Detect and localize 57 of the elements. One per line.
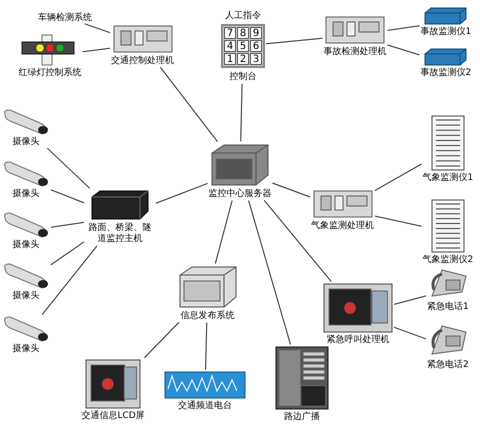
device-label: 红绿灯控制系统 [18,68,82,78]
connector-line [374,164,422,192]
device-label: 气象监测处理机 [311,220,374,232]
connector-line [50,222,84,228]
device-label: 交通频道电台 [178,400,232,412]
keypad-key: 9 [250,27,262,39]
connector-line [160,66,218,142]
device-label: 摄像头 [12,290,40,302]
connector-line [272,182,311,198]
device-label: 监控中心服务器 [208,188,272,200]
keypad-key: 7 [224,27,236,39]
connector-line [84,23,111,34]
connector-line [387,25,420,31]
connector-line [50,189,85,204]
keypad-key: 3 [250,53,262,65]
connector-line [42,245,98,316]
keypad-key: 8 [237,27,249,39]
connector-line [144,322,180,358]
device-label: 事故监测仪2 [420,68,472,78]
device-label: 紧急电话2 [427,360,469,370]
device-label: 气象监测仪1 [422,172,474,184]
device-label: 交通控制处理机 [111,56,174,66]
device-label: 路边广播 [284,412,320,422]
connector-line [214,200,233,264]
connector-line [240,84,243,142]
keypad-key: 4 [224,40,236,52]
connector-line [393,295,427,305]
connector-line [374,216,422,227]
connector-line [46,148,90,189]
device-label: 摄像头 [12,344,40,354]
connector-line [264,200,332,282]
connector-line [386,44,420,56]
connector-line [393,326,427,340]
keypad-key: 5 [237,40,249,52]
connector-line [50,241,85,266]
connector-line [266,38,323,44]
connector-line [155,182,208,204]
device-label: 紧急呼叫处理机 [326,334,390,346]
device-label: 摄像头 [12,240,40,250]
keypad-key: 2 [237,53,249,65]
device-label: 气象监测仪2 [422,254,474,266]
keypad-key: 6 [250,40,262,52]
device-label: 事故监测仪1 [420,26,472,38]
device-label: 紧急电话1 [427,302,469,312]
device-label: 摄像头 [12,136,40,148]
connector-line [248,200,292,346]
system-label: 车辆检测系统 [38,12,92,24]
device-label: 交通信息LCD屏 [82,410,145,422]
device-label: 信息发布系统 [180,310,234,322]
device-label: 摄像头 [12,188,40,200]
device-label: 路面、桥梁、隧道监控主机 [88,223,152,245]
keypad-key: 1 [224,53,236,65]
connector-line [205,322,208,370]
device-label: 事故检测处理机 [324,46,386,58]
console-label: 控制台 [230,72,256,83]
connector-line [82,48,110,52]
console-label: 人工指令 [225,11,261,22]
